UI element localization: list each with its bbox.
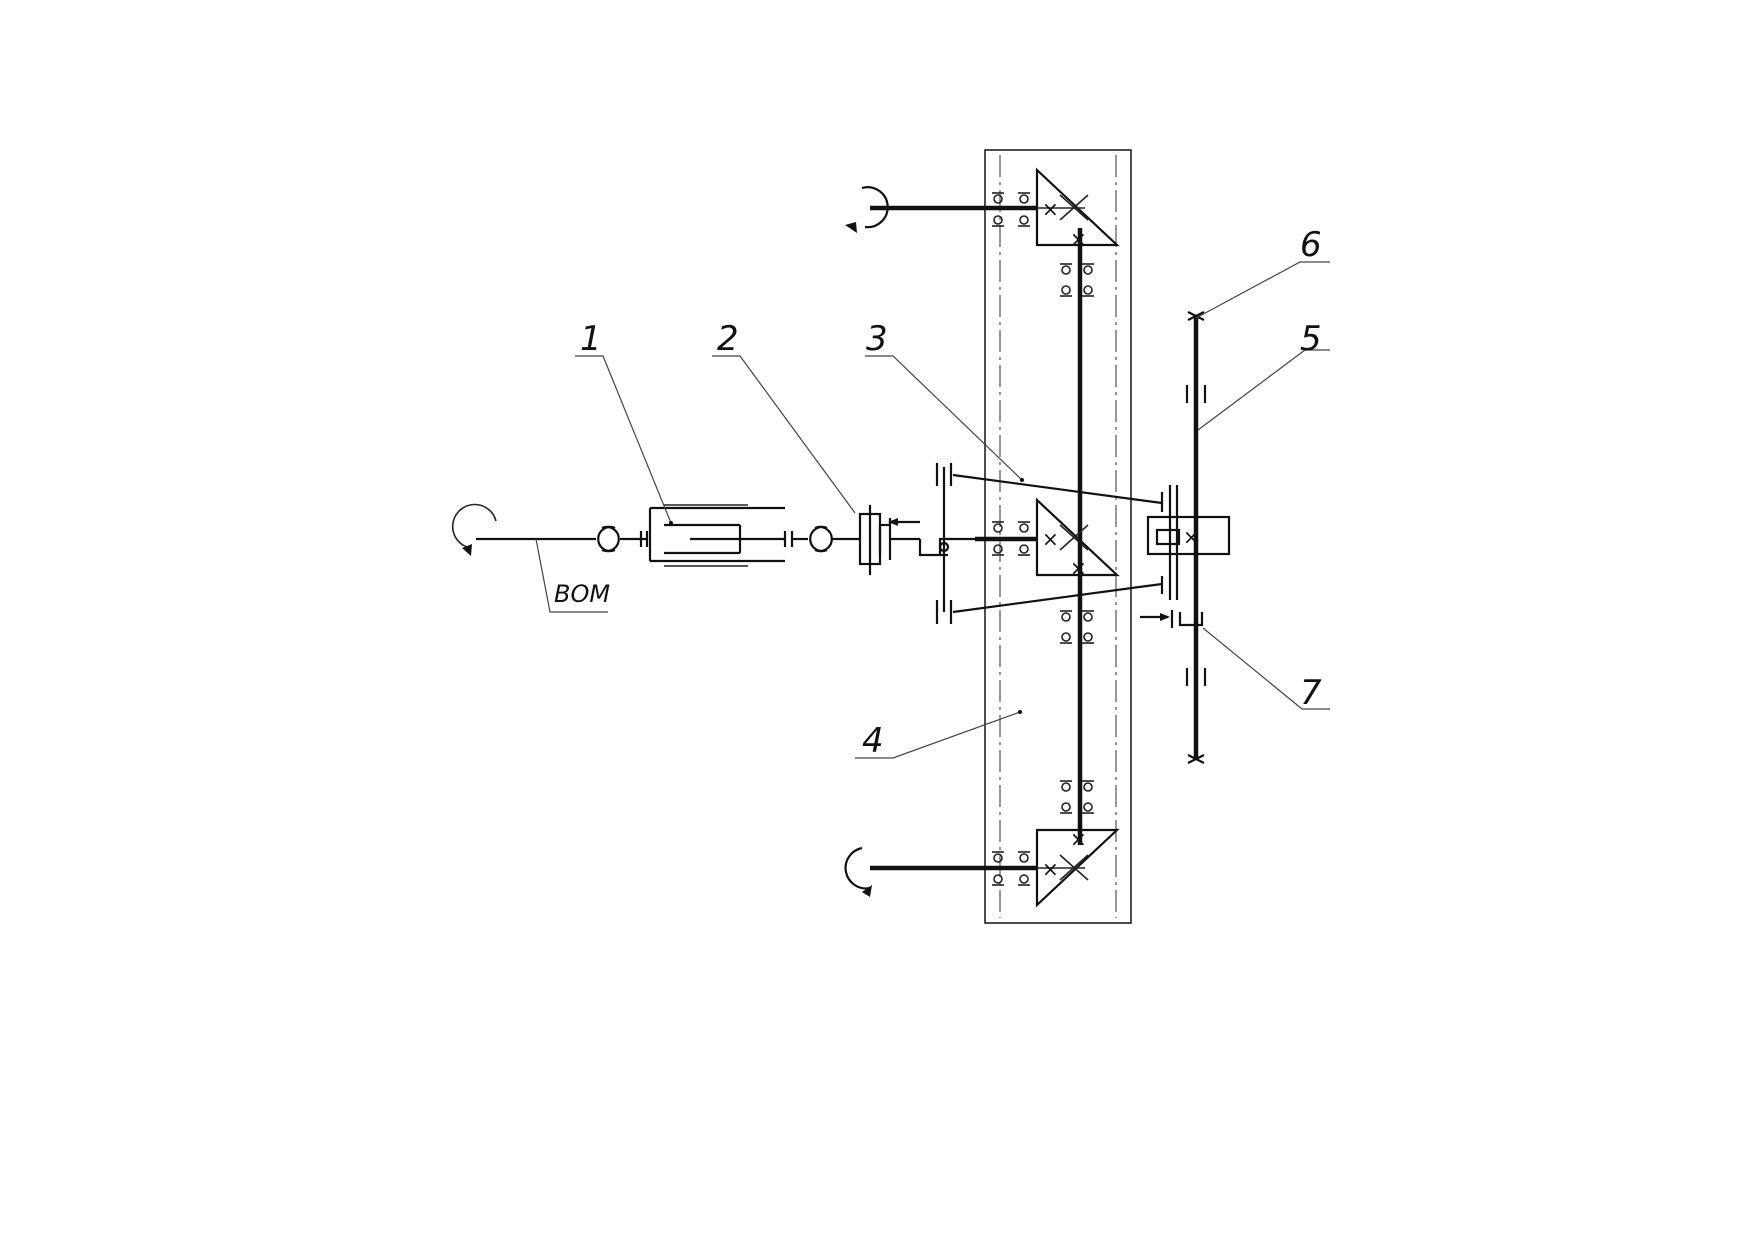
bearing-middle-horizontal xyxy=(992,521,1030,556)
svg-text:×: × xyxy=(1042,857,1059,881)
label-6: 6 xyxy=(1300,225,1322,265)
bearing-top-horizontal xyxy=(992,192,1030,227)
pto-arrow-head xyxy=(462,544,472,556)
svg-text:×: × xyxy=(1070,556,1087,580)
label-4: 4 xyxy=(862,721,884,761)
safety-clutch xyxy=(858,505,920,575)
label-5: 5 xyxy=(1300,319,1322,359)
output-rotation-arrow-top xyxy=(861,186,889,229)
belt-drive xyxy=(935,463,1179,624)
bearing-top-vertical xyxy=(1060,263,1094,297)
label-2: 2 xyxy=(717,319,739,359)
bearing-middle-vertical xyxy=(1060,610,1094,644)
output-rotation-arrow-bottom xyxy=(844,846,871,890)
svg-text:×: × xyxy=(1070,227,1087,251)
intermediate-shaft xyxy=(918,536,1037,557)
slider-block xyxy=(1146,515,1231,556)
knife-drive-shaft: × xyxy=(1140,311,1231,764)
bearing-bottom-vertical xyxy=(1060,780,1094,814)
pto-input-shaft xyxy=(451,503,596,556)
leader-lines xyxy=(535,261,1330,759)
universal-joint-2 xyxy=(809,525,828,553)
shaft-end-bottom xyxy=(1187,754,1205,764)
gearbox-housing xyxy=(984,149,1132,924)
svg-text:×: × xyxy=(1042,527,1059,551)
cardan-shaft xyxy=(597,504,860,567)
label-7: 7 xyxy=(1300,673,1322,713)
svg-text:×: × xyxy=(1042,197,1059,221)
label-bom: ВОМ xyxy=(554,580,610,608)
bevel-gear-middle: × × xyxy=(992,497,1120,644)
pto-rotation-arrow xyxy=(451,503,497,549)
label-3: 3 xyxy=(866,319,888,359)
shaft-end-top xyxy=(1187,311,1205,321)
universal-joint-1 xyxy=(597,525,616,553)
bearing-bottom-horizontal xyxy=(992,851,1030,886)
bevel-gear-top: × × xyxy=(845,167,1120,297)
bevel-gear-bottom: × × xyxy=(844,780,1120,908)
label-1: 1 xyxy=(580,319,602,359)
svg-text:×: × xyxy=(1183,525,1200,549)
svg-text:×: × xyxy=(1070,827,1087,851)
